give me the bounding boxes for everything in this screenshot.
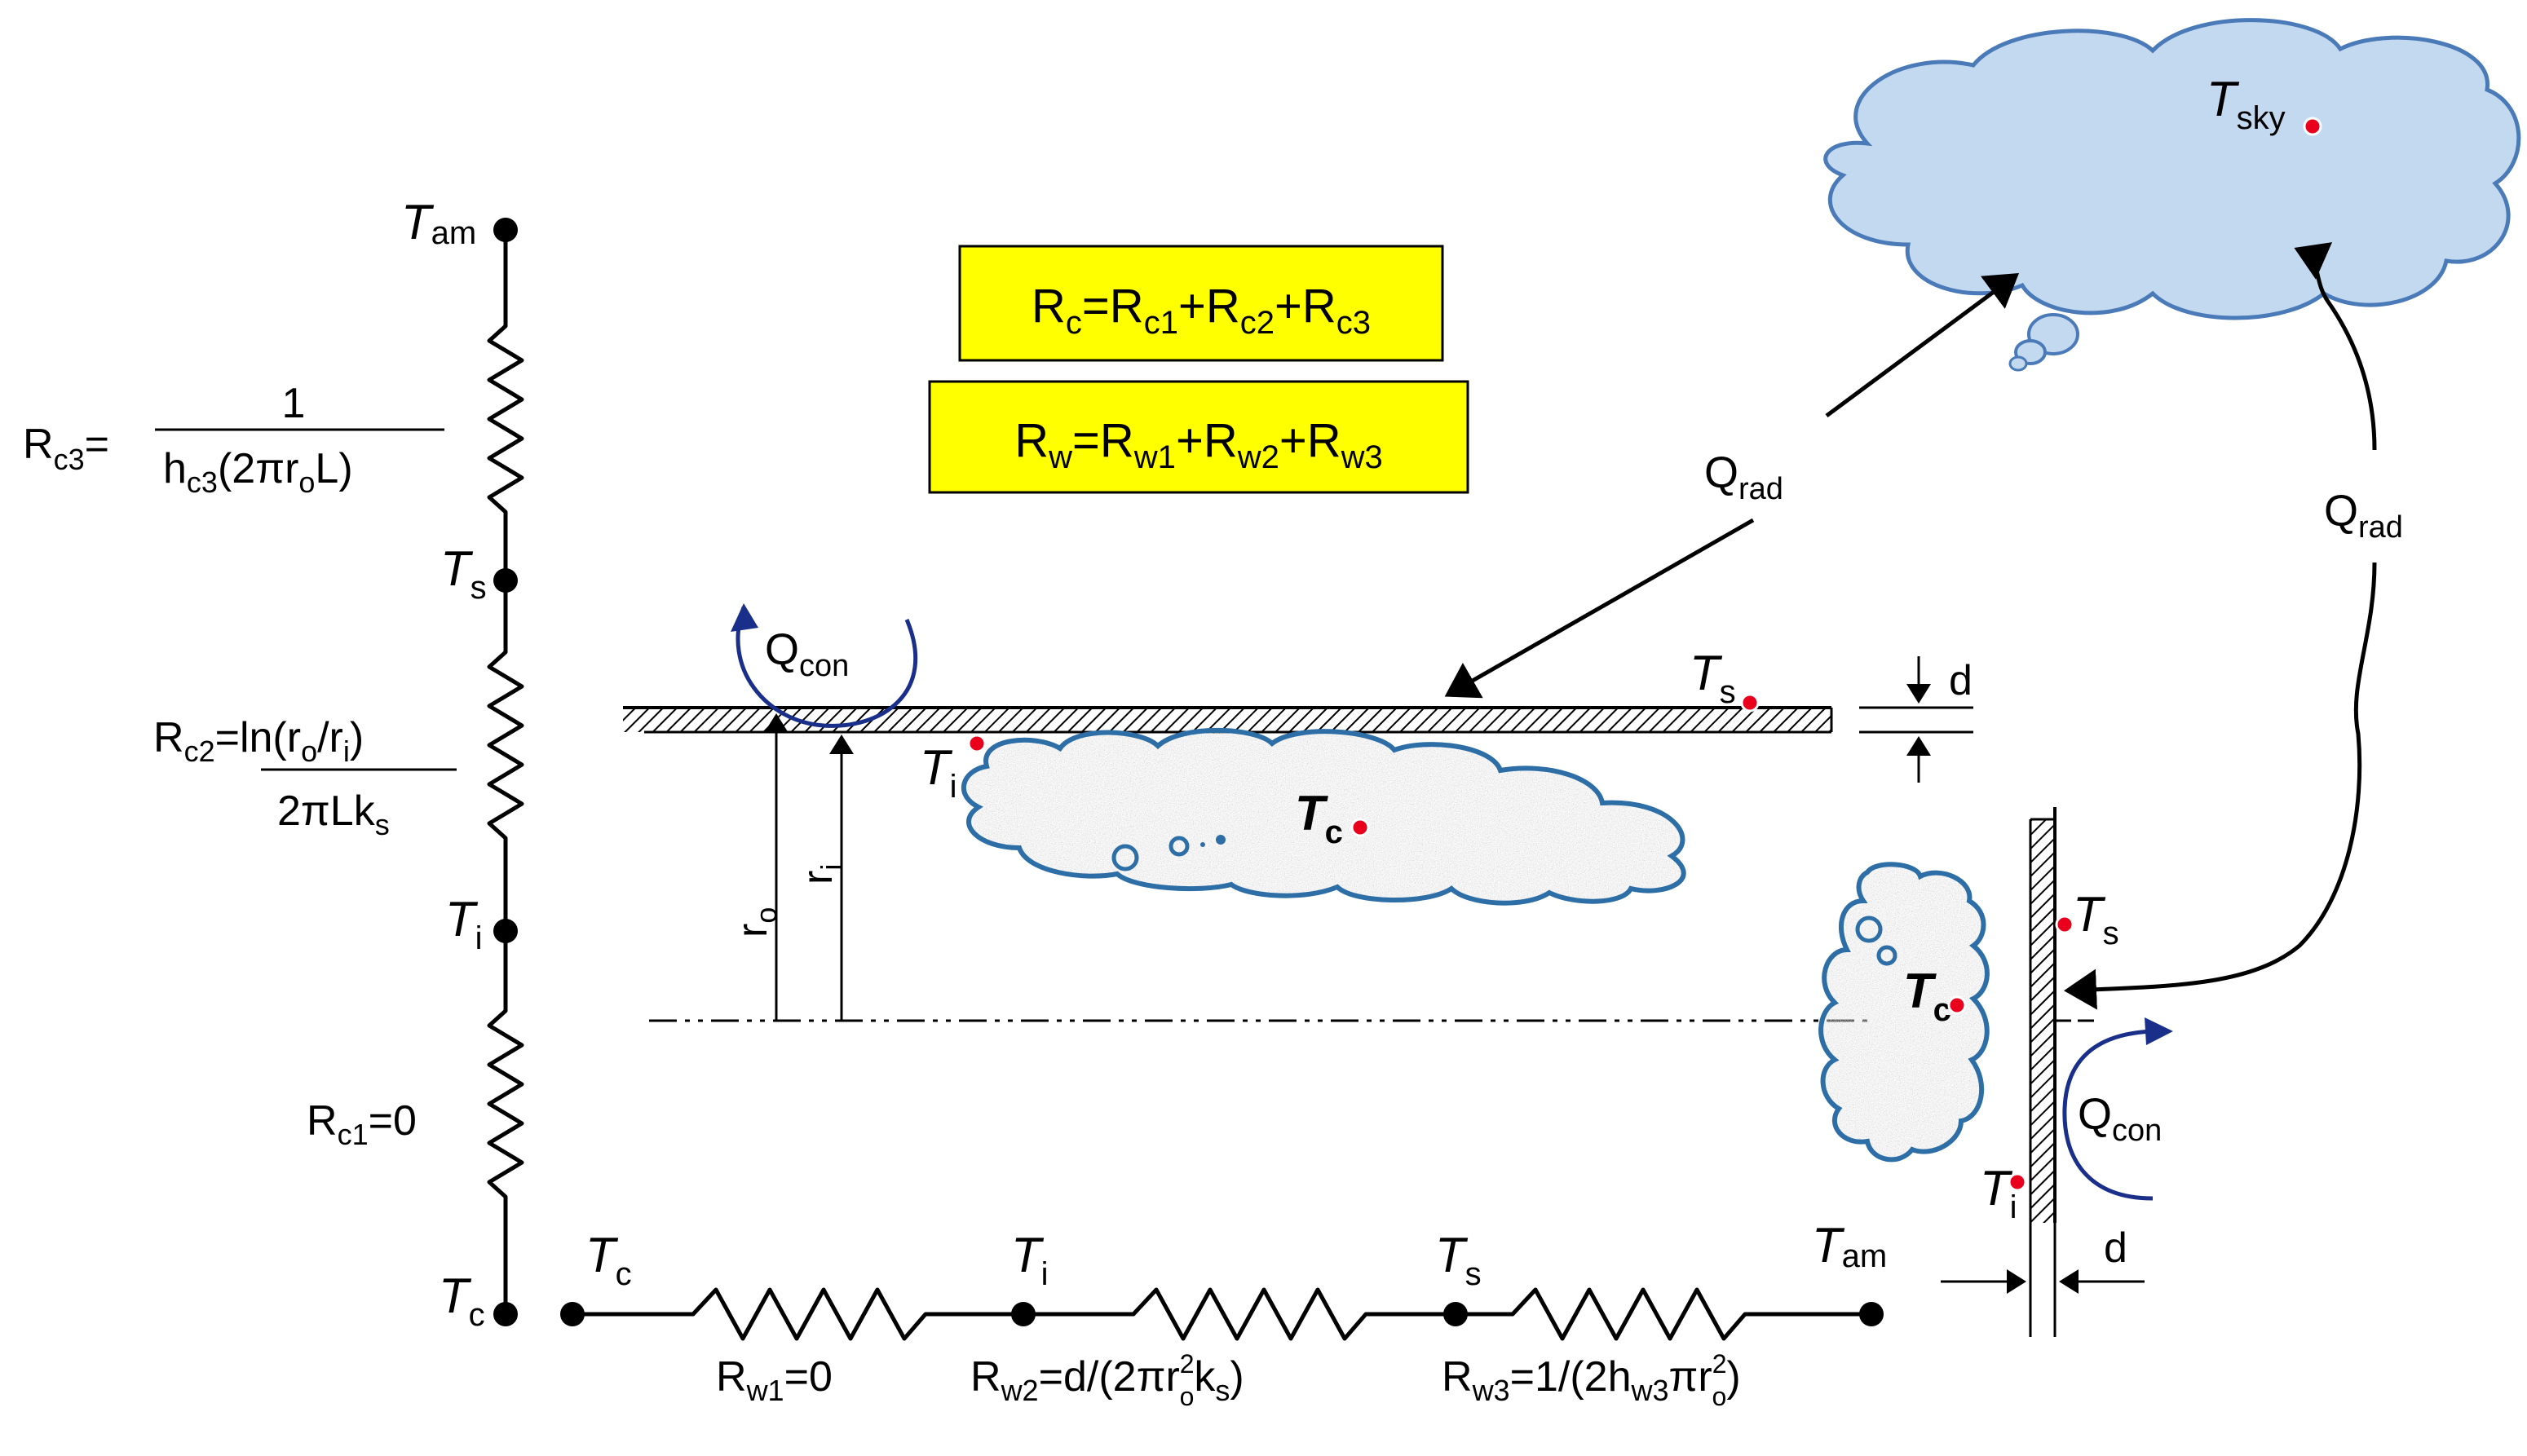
pile2-pore-medium bbox=[1876, 945, 1897, 966]
label-ts-vertical: Ts bbox=[440, 541, 487, 606]
label-qrad-left: Qrad bbox=[1704, 448, 1783, 506]
qcon-arrow-wall bbox=[2062, 1029, 2154, 1201]
qrad-curve-to-sky bbox=[2294, 242, 2377, 451]
node-tc-horizontal bbox=[560, 1302, 585, 1326]
pile1-pore-medium bbox=[1169, 836, 1190, 857]
label-ti-horizontal: Ti bbox=[1011, 1228, 1049, 1292]
label-ts-horizontal: Ts bbox=[1435, 1228, 1482, 1292]
qcon-arrowhead-wall bbox=[2145, 1017, 2173, 1045]
rc3-lhs: Rc3= bbox=[23, 421, 109, 476]
wall-hatch bbox=[2030, 819, 2055, 1223]
ti-wall-marker bbox=[2008, 1172, 2027, 1192]
horizontal-wire bbox=[572, 1287, 1871, 1341]
radiation-arrows: Qrad Qrad bbox=[1444, 242, 2403, 1010]
label-tc-pile1: Tc bbox=[1295, 786, 1343, 850]
node-ti-vertical bbox=[493, 919, 518, 943]
sky-cloud-shape bbox=[1823, 18, 2521, 320]
qcon-arrowhead-top bbox=[731, 603, 758, 632]
tc-pile2-marker bbox=[1947, 995, 1967, 1015]
pile1-pore-tiny bbox=[1200, 842, 1205, 847]
vertical-wire bbox=[487, 230, 524, 1314]
equation-boxes: Rc=Rc1+Rc2+Rc3 Rw=Rw1+Rw2+Rw3 bbox=[928, 245, 1469, 494]
node-tc-vertical bbox=[493, 1302, 518, 1326]
label-tc-vertical: Tc bbox=[439, 1268, 485, 1333]
rc2-numerator: Rc2=ln(ro/ri) bbox=[153, 714, 364, 768]
pile1-pore-large bbox=[1111, 844, 1139, 871]
rc2-denominator: 2πLks bbox=[277, 788, 390, 841]
label-qcon-wall: Qcon bbox=[2078, 1090, 2162, 1148]
node-tam-vertical bbox=[493, 218, 518, 242]
label-ti-wall: Ti bbox=[1980, 1161, 2017, 1225]
qrad-arrow-down bbox=[1444, 518, 1755, 699]
label-ti-pile1: Ti bbox=[920, 740, 957, 805]
vertical-resistance-network: Tam Ts Ti Tc Rc3= 1 hc3(2πroL) Rc2=ln(ro… bbox=[23, 195, 524, 1333]
rw1-label: Rw1=0 bbox=[716, 1353, 833, 1407]
horizontal-pile: ro ri Ti Tc bbox=[649, 713, 1867, 1022]
label-ri: ri bbox=[794, 864, 848, 885]
node-ti-horizontal bbox=[1011, 1302, 1036, 1326]
sky-cloud: Tsky bbox=[1823, 18, 2521, 372]
pile1-outline bbox=[961, 727, 1686, 906]
label-tam-horizontal: Tam bbox=[1812, 1218, 1887, 1274]
node-ts-vertical bbox=[493, 568, 518, 593]
rc3-denominator: hc3(2πroL) bbox=[163, 445, 353, 499]
label-d-wall: d bbox=[2104, 1224, 2127, 1272]
rw-sum-text: Rw=Rw1+Rw2+Rw3 bbox=[1014, 414, 1383, 475]
rc1-label: Rc1=0 bbox=[307, 1097, 417, 1151]
label-tam-vertical: Tam bbox=[401, 195, 476, 251]
node-ts-horizontal bbox=[1443, 1302, 1468, 1326]
label-ro: ro bbox=[729, 907, 783, 938]
label-qrad-right: Qrad bbox=[2324, 487, 2403, 545]
tsky-marker bbox=[2303, 117, 2322, 136]
pile2-pore-large bbox=[1855, 916, 1883, 943]
label-tc-pile2: Tc bbox=[1903, 964, 1951, 1028]
label-tsky: Tsky bbox=[2207, 72, 2286, 136]
rw-sum-box bbox=[928, 380, 1469, 494]
label-tc-horizontal: Tc bbox=[585, 1228, 632, 1292]
rc-sum-text: Rc=Rc1+Rc2+Rc3 bbox=[1032, 280, 1371, 341]
node-tam-horizontal bbox=[1859, 1302, 1884, 1326]
rc-sum-box bbox=[958, 245, 1444, 362]
ts-slab-marker bbox=[1740, 693, 1760, 713]
qrad-curve-to-wall bbox=[2064, 562, 2377, 1010]
rc3-numerator: 1 bbox=[282, 380, 306, 427]
vertical-wall: Tc Ts Ti Qcon d bbox=[1818, 807, 2173, 1337]
ts-wall-marker bbox=[2055, 915, 2074, 934]
label-ts-wall: Ts bbox=[2073, 887, 2119, 951]
tc-pile1-marker bbox=[1350, 818, 1370, 837]
pile1-pore-small bbox=[1216, 835, 1226, 845]
slab-hatch bbox=[623, 708, 1831, 732]
qrad-arrow-up bbox=[1825, 273, 2020, 418]
pile2-outline bbox=[1818, 862, 1990, 1163]
label-d-slab: d bbox=[1949, 657, 1973, 704]
label-ti-vertical: Ti bbox=[445, 892, 483, 956]
label-ts-slab: Ts bbox=[1690, 646, 1736, 710]
ti-pile1-marker bbox=[967, 734, 987, 753]
qcon-arrow-top bbox=[736, 607, 918, 728]
sky-bubble-small bbox=[2008, 355, 2028, 372]
label-qcon-top: Qcon bbox=[765, 625, 849, 683]
